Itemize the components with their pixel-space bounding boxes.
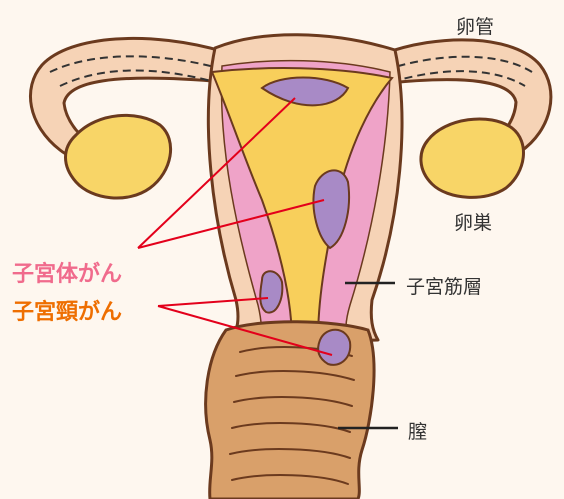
myometrium-label: 子宮筋層 [406, 272, 482, 299]
vagina-label: 膣 [408, 417, 427, 444]
tumor-cervix-left [260, 271, 282, 312]
left-ovary [66, 115, 171, 198]
uterine-body-cancer-label: 子宮体がん [12, 256, 122, 288]
right-ovary [421, 119, 524, 197]
fallopian-tube-label: 卵管 [456, 12, 494, 39]
ovary-label: 卵巣 [454, 208, 492, 235]
cervical-cancer-label: 子宮頸がん [12, 294, 122, 326]
tumor-cervix-right [318, 330, 350, 365]
